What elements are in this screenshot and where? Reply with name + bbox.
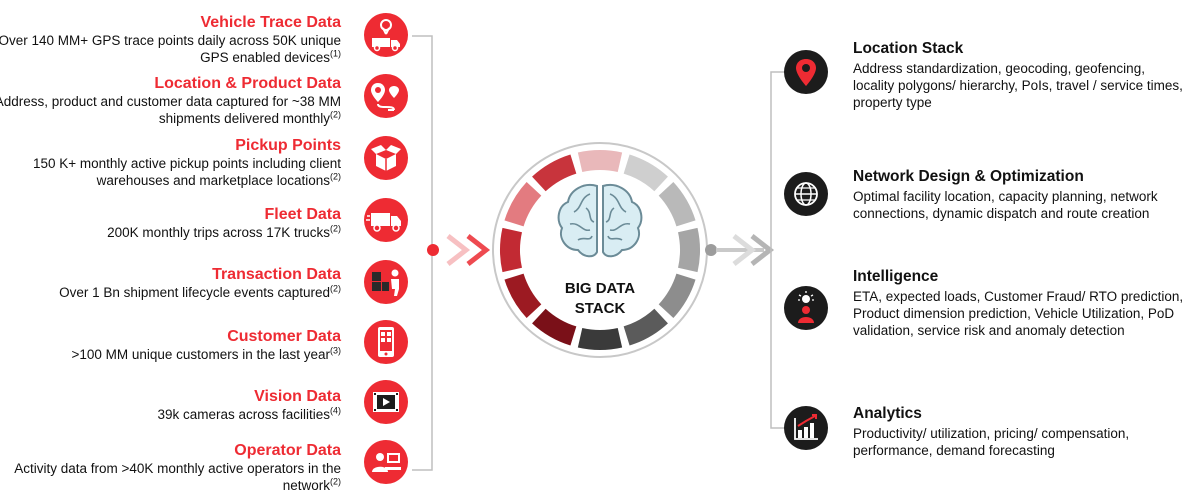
source-title: Customer Data [227,328,341,345]
route-pin-icon [364,74,408,118]
bar-chart-icon [784,406,828,450]
delivery-truck-icon [364,198,408,242]
source-title: Pickup Points [235,137,341,154]
ring-segment [658,273,696,318]
map-pin-icon [784,50,828,94]
capability-desc-network-design: Optimal facility location, capacity plan… [853,189,1158,221]
source-title: Operator Data [234,442,341,459]
capability-title-location-stack: Location Stack [853,40,964,57]
ring-segment [504,273,542,318]
capability-desc-analytics: Productivity/ utilization, pricing/ comp… [853,426,1130,458]
operator-computer-icon [364,440,408,484]
globe-icon [784,172,828,216]
capability-desc-intelligence: ETA, expected loads, Customer Fraud/ RTO… [853,289,1184,338]
hub-label: BIG DATA STACK [552,279,648,319]
video-film-icon [364,380,408,424]
smartphone-icon [364,320,408,364]
right-connector-dot [705,244,717,256]
ring-segment [577,328,623,350]
ring-segment [678,227,700,273]
ring-segment [500,227,522,273]
source-location-product: Location & Product Data Address, product… [0,75,341,127]
source-desc: 200K monthly trips across 17K trucks(2) [107,223,341,240]
left-arrow-icon [436,234,491,266]
source-desc: Address, product and customer data captu… [0,94,341,126]
open-box-icon [364,136,408,180]
brain-icon [557,184,643,258]
left-connector-dot [427,244,439,256]
capability-title-network-design: Network Design & Optimization [853,168,1084,185]
source-title: Vision Data [254,388,341,405]
source-desc: Over 1 Bn shipment lifecycle events capt… [59,283,341,300]
right-bracket [770,71,790,429]
source-vehicle-trace: Vehicle Trace Data Over 140 MM+ GPS trac… [0,14,341,66]
right-arrow-icon [716,234,775,266]
ring-segment [623,308,668,346]
source-desc: Over 140 MM+ GPS trace points daily acro… [0,33,341,65]
hub-label-line2: STACK [574,300,626,317]
ring-segment [504,182,542,227]
source-operator: Operator Data Activity data from >40K mo… [0,442,341,494]
capability-desc-location-stack: Address standardization, geocoding, geof… [853,61,1183,110]
source-title: Fleet Data [264,206,341,223]
source-pickup-points: Pickup Points 150 K+ monthly active pick… [0,137,341,189]
source-title: Transaction Data [212,266,341,283]
hub-label-line1: BIG DATA [564,280,636,297]
capability-title-intelligence: Intelligence [853,268,939,285]
source-desc: >100 MM unique customers in the last yea… [71,345,341,362]
idea-person-icon [784,286,828,330]
hub-ring-segments [500,150,700,350]
ring-segment [577,150,623,172]
source-fleet: Fleet Data 200K monthly trips across 17K… [0,206,341,241]
worker-boxes-icon [364,260,408,304]
ring-segment [623,154,668,192]
ring-segment [532,154,577,192]
source-title: Vehicle Trace Data [200,14,341,31]
source-customer: Customer Data >100 MM unique customers i… [0,328,341,363]
ring-segment [658,182,696,227]
capability-title-analytics: Analytics [853,405,922,422]
ring-segment [532,308,577,346]
source-desc: 150 K+ monthly active pickup points incl… [32,156,341,188]
source-desc: 39k cameras across facilities(4) [157,405,341,422]
source-transaction: Transaction Data Over 1 Bn shipment life… [0,266,341,301]
source-title: Location & Product Data [154,75,341,92]
source-vision: Vision Data 39k cameras across facilitie… [0,388,341,423]
truck-location-icon [364,13,408,57]
source-desc: Activity data from >40K monthly active o… [14,461,341,493]
